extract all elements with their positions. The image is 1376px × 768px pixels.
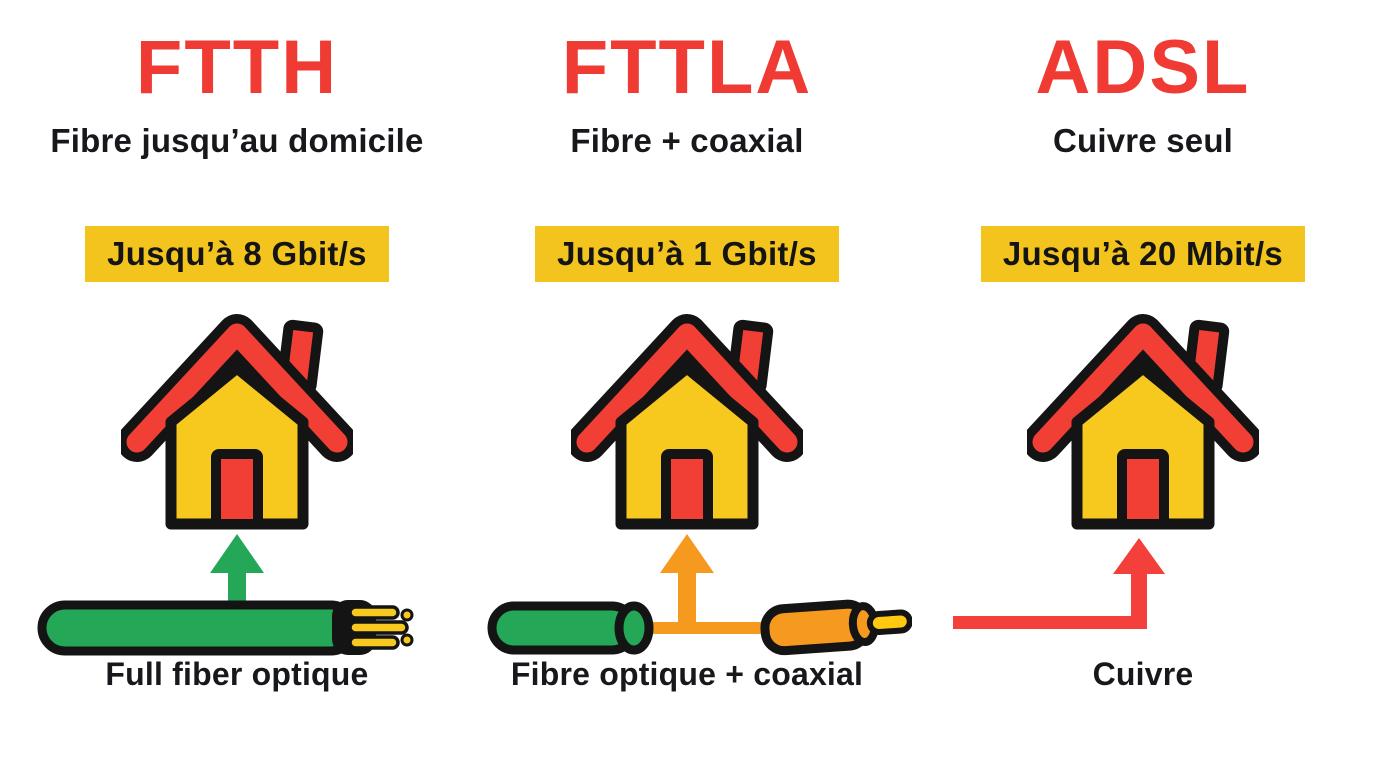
junction-line bbox=[642, 622, 774, 634]
speed-badge-row: Jusqu’à 1 Gbit/s bbox=[462, 226, 912, 282]
medium-label: Fibre optique + coaxial bbox=[510, 656, 864, 692]
column-adsl: ADSL Cuivre seul Jusqu’à 20 Mbit/s Cuivr… bbox=[918, 0, 1368, 768]
technology-title: FTTH bbox=[135, 25, 339, 110]
fttla-connection-graphic bbox=[487, 534, 912, 656]
house-body bbox=[615, 362, 759, 530]
speed-badge-row: Jusqu’à 8 Gbit/s bbox=[12, 226, 462, 282]
door bbox=[211, 449, 263, 529]
speed-badge: Jusqu’à 1 Gbit/s bbox=[535, 226, 839, 282]
up-arrow-icon bbox=[210, 534, 264, 606]
speed-badge: Jusqu’à 20 Mbit/s bbox=[980, 226, 1306, 282]
roof bbox=[126, 323, 348, 453]
roof bbox=[1032, 323, 1254, 453]
speed-badge: Jusqu’à 8 Gbit/s bbox=[85, 226, 389, 282]
house-icon bbox=[121, 314, 353, 530]
ftth-connection-graphic bbox=[37, 534, 414, 656]
roof bbox=[576, 323, 798, 453]
technology-subtitle: Fibre jusqu’au domicile bbox=[50, 122, 424, 159]
door bbox=[1117, 449, 1169, 529]
up-arrow-icon bbox=[660, 534, 714, 634]
technology-title: FTTLA bbox=[561, 25, 813, 110]
house-body bbox=[1071, 362, 1215, 530]
house-icon bbox=[571, 314, 803, 530]
technology-subtitle: Cuivre seul bbox=[1052, 122, 1234, 159]
technology-title: ADSL bbox=[1035, 25, 1251, 110]
house-body bbox=[165, 362, 309, 530]
fiber-cable-icon bbox=[37, 600, 414, 656]
medium-label: Cuivre bbox=[1092, 656, 1194, 692]
door bbox=[661, 449, 713, 529]
medium-label: Full fiber optique bbox=[105, 656, 369, 692]
house-icon bbox=[1027, 314, 1259, 530]
coax-cable-icon bbox=[760, 599, 912, 656]
speed-badge-row: Jusqu’à 20 Mbit/s bbox=[918, 226, 1368, 282]
fiber-cable-icon bbox=[487, 601, 654, 655]
column-ftth: FTTH Fibre jusqu’au domicile Jusqu’à 8 G… bbox=[12, 0, 462, 768]
copper-line-icon bbox=[953, 538, 1165, 629]
column-fttla: FTTLA Fibre + coaxial Jusqu’à 1 Gbit/s bbox=[462, 0, 912, 768]
technology-subtitle: Fibre + coaxial bbox=[570, 122, 804, 159]
adsl-connection-graphic bbox=[953, 538, 1165, 629]
